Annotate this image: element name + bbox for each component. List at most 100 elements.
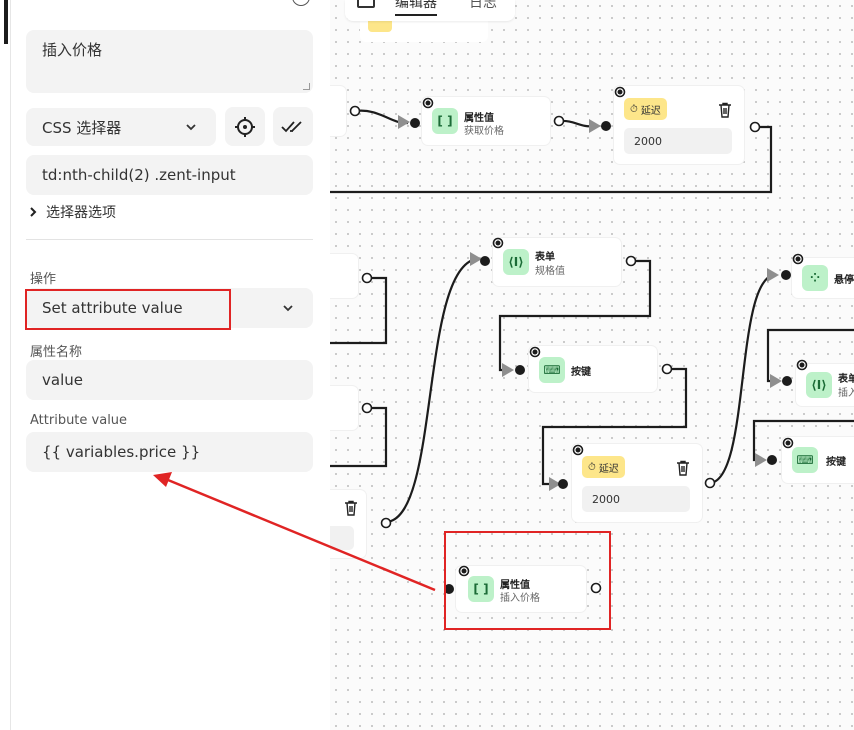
trigger-port[interactable]: [528, 345, 542, 359]
selector-input[interactable]: td:nth-child(2) .zent-input: [26, 155, 313, 195]
delay-node-1[interactable]: ⏱延迟 2000: [614, 86, 744, 164]
attribute-name-input[interactable]: value: [26, 360, 313, 400]
action-select[interactable]: Set attribute value: [26, 288, 313, 328]
trigger-port[interactable]: [795, 358, 809, 372]
partial-node-delay[interactable]: [330, 490, 366, 558]
pick-element-button[interactable]: [225, 107, 265, 146]
text-cursor-icon: ⟨I⟩: [806, 372, 832, 398]
input-port[interactable]: [557, 478, 569, 490]
attribute-name-label: 属性名称: [30, 345, 83, 360]
chevron-right-icon: [30, 207, 37, 217]
description-textarea[interactable]: 插入价格: [26, 30, 313, 93]
multiple-elements-button[interactable]: [273, 107, 313, 146]
input-port[interactable]: [600, 120, 612, 132]
node-subtitle: 获取价格: [464, 126, 504, 137]
attribute-get-node[interactable]: [ ] 属性值 获取价格: [422, 97, 550, 145]
node-title: 按键: [826, 457, 846, 468]
output-port[interactable]: [552, 114, 566, 128]
delay-input[interactable]: 2000: [582, 486, 690, 512]
node-title: 按键: [571, 367, 591, 378]
panel-toggle-icon[interactable]: [357, 0, 375, 8]
double-check-icon: [281, 120, 302, 132]
stopwatch-icon: ⏱: [588, 461, 596, 473]
output-port[interactable]: [360, 401, 374, 415]
attribute-insert-node[interactable]: [ ] 属性值 插入价格: [456, 566, 586, 612]
partial-node-2[interactable]: [330, 254, 358, 298]
form-node[interactable]: ⟨I⟩ 表单 规格值: [493, 238, 621, 286]
action-label: 操作: [30, 272, 57, 287]
selector-options-toggle[interactable]: 选择器选项: [28, 202, 116, 222]
trash-icon[interactable]: [718, 102, 732, 118]
trigger-port[interactable]: [791, 252, 805, 266]
trigger-port[interactable]: [781, 436, 795, 450]
attribute-value-input[interactable]: {{ variables.price }}: [26, 432, 313, 472]
attribute-value-label: Attribute value: [30, 413, 128, 428]
selector-value: td:nth-child(2) .zent-input: [42, 166, 236, 184]
delay-node-2[interactable]: ⏱延迟 2000: [572, 444, 702, 522]
hover-node[interactable]: ⁘ 悬停: [792, 258, 854, 298]
panel-divider: [10, 0, 11, 730]
tab-log[interactable]: 日志: [469, 0, 497, 11]
partial-node-3[interactable]: [330, 386, 358, 430]
node-title: 表单: [838, 374, 854, 385]
keyboard-icon: ⌨: [539, 357, 565, 383]
output-port[interactable]: [348, 104, 362, 118]
cursor-click-icon: ⁘: [802, 265, 828, 291]
output-port[interactable]: [379, 516, 393, 530]
description-value: 插入价格: [42, 41, 103, 59]
selector-options-label: 选择器选项: [46, 205, 116, 221]
output-port[interactable]: [624, 254, 638, 268]
input-port[interactable]: [409, 117, 421, 129]
workflow-canvas[interactable]: 编辑器 日志 [ ] 属性值 获取价格 ⏱延迟 2000 ⟨I⟩ 表单 规格值: [330, 0, 854, 730]
tab-editor[interactable]: 编辑器: [395, 0, 437, 16]
text-cursor-icon: ⟨I⟩: [503, 249, 529, 275]
delay-badge: ⏱延迟: [624, 98, 667, 120]
resize-handle-icon[interactable]: [303, 83, 310, 90]
stopwatch-icon: ⏱: [630, 103, 638, 115]
attribute-value-value: {{ variables.price }}: [42, 443, 201, 461]
key-press-node[interactable]: ⌨ 按键: [529, 346, 657, 392]
input-port[interactable]: [766, 454, 778, 466]
selector-type-value: CSS 选择器: [42, 118, 122, 137]
trash-icon[interactable]: [344, 500, 358, 516]
action-value: Set attribute value: [42, 299, 183, 317]
node-title: 悬停: [834, 275, 854, 286]
output-port[interactable]: [360, 271, 374, 285]
trigger-port[interactable]: [491, 236, 505, 250]
input-port[interactable]: [514, 364, 526, 376]
editor-tab-bar: 编辑器 日志: [345, 0, 515, 21]
partial-node-1[interactable]: [330, 86, 346, 136]
delay-input[interactable]: 2000: [624, 128, 732, 154]
attribute-name-value: value: [42, 371, 83, 389]
trigger-port[interactable]: [571, 443, 585, 457]
form-node-2[interactable]: ⟨I⟩ 表单 插入: [796, 364, 854, 406]
info-icon[interactable]: [292, 0, 310, 6]
crosshair-icon: [235, 116, 255, 137]
input-port[interactable]: [781, 375, 793, 387]
output-port[interactable]: [703, 476, 717, 490]
selector-type-select[interactable]: CSS 选择器: [26, 108, 216, 146]
trigger-port[interactable]: [613, 85, 627, 99]
chevron-down-icon: [186, 124, 196, 131]
active-indicator: [4, 0, 8, 44]
input-port[interactable]: [479, 255, 491, 267]
node-subtitle: 插入: [838, 388, 854, 399]
delay-badge: ⏱延迟: [582, 456, 625, 478]
output-port[interactable]: [660, 362, 674, 376]
trash-icon[interactable]: [676, 460, 690, 476]
key-press-node-2[interactable]: ⌨ 按键: [782, 437, 854, 483]
node-subtitle: 插入价格: [500, 593, 540, 604]
block-settings-panel: 插入价格 CSS 选择器 td:nth-child(2) .zent-input…: [0, 0, 330, 730]
trigger-port[interactable]: [421, 96, 435, 110]
input-port[interactable]: [780, 269, 792, 281]
output-port[interactable]: [589, 581, 603, 595]
node-title: 属性值: [500, 580, 530, 591]
node-title: 表单: [535, 252, 555, 263]
input-port[interactable]: [443, 583, 455, 595]
keyboard-icon: ⌨: [792, 447, 818, 473]
output-port[interactable]: [748, 120, 762, 134]
chevron-down-icon: [283, 305, 293, 312]
node-title: 属性值: [464, 113, 494, 124]
node-subtitle: 规格值: [535, 266, 565, 277]
trigger-port[interactable]: [457, 564, 471, 578]
